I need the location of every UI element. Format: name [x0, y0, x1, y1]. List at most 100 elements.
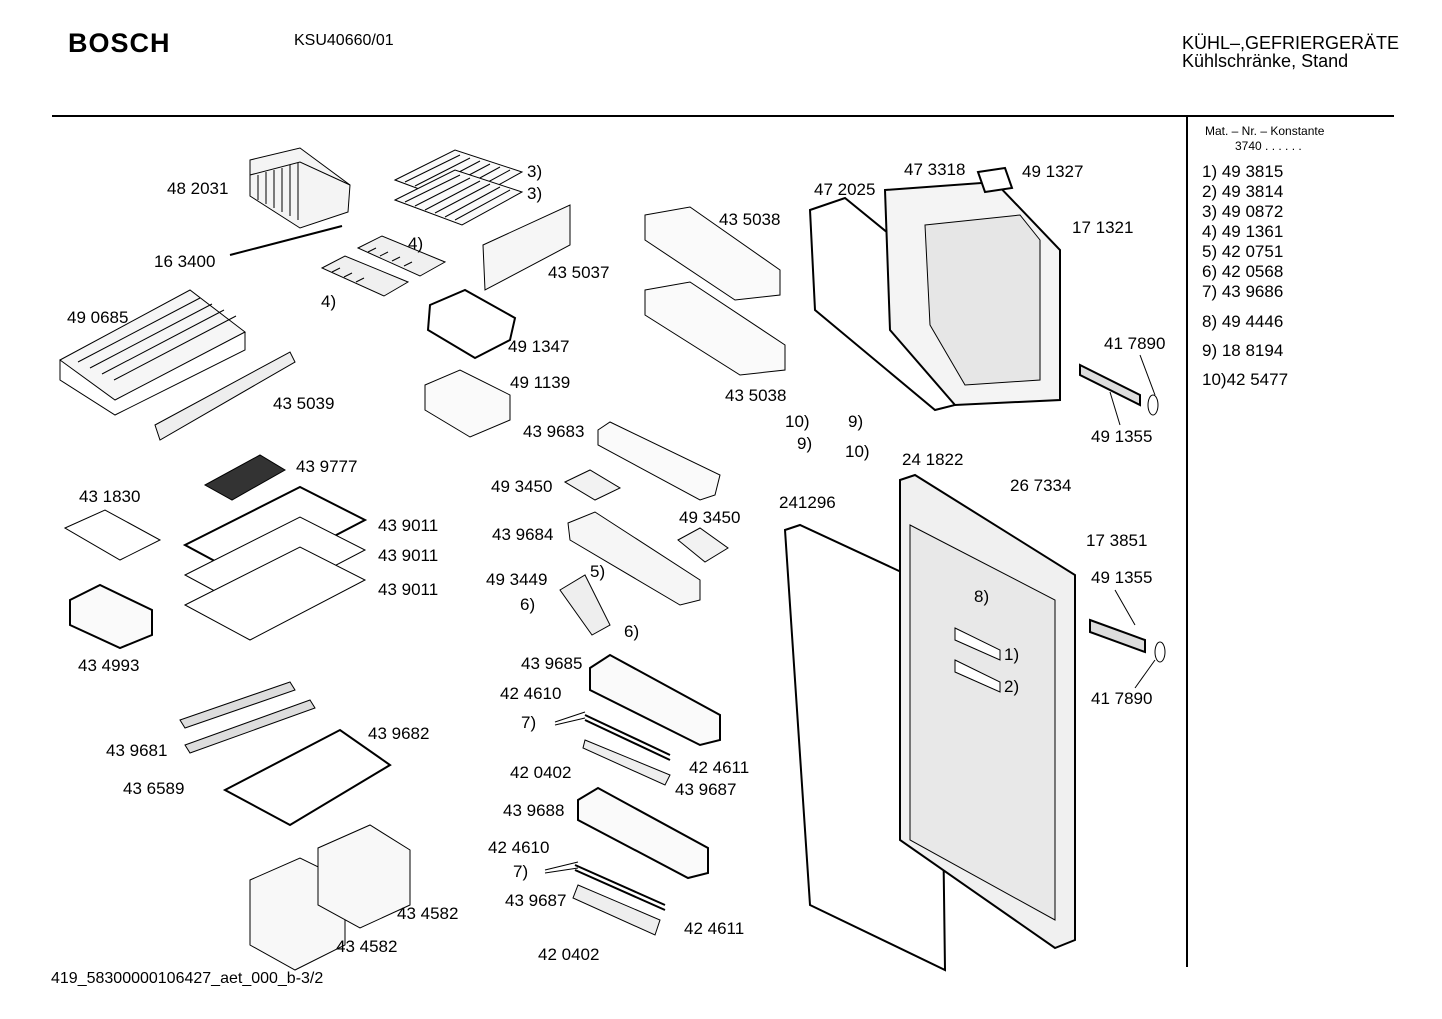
sidebar-item-4: 4) 49 1361	[1202, 222, 1284, 241]
label-417890-a: 41 7890	[1104, 334, 1166, 353]
label-2: 2)	[1004, 677, 1020, 696]
label-435037: 43 5037	[548, 263, 610, 282]
part-strip-439681	[179, 681, 296, 729]
part-doorshelf-lower	[644, 281, 786, 376]
sidebar-item-5: 5) 42 0751	[1202, 242, 1284, 261]
label-493450-a: 49 3450	[491, 477, 553, 496]
label-7-a: 7)	[521, 713, 537, 732]
part-fridge-door	[899, 473, 1076, 950]
part-ring-upper	[1147, 394, 1159, 416]
part-rail-435039	[154, 351, 296, 441]
label-439682: 43 9682	[368, 724, 430, 743]
label-434993: 43 4993	[78, 656, 140, 675]
part-cover-431830	[63, 509, 162, 561]
part-evaporator	[249, 147, 351, 229]
label-420402-b: 42 0402	[538, 945, 600, 964]
label-435038-b: 43 5038	[725, 386, 787, 405]
part-freezer-door	[883, 180, 1061, 407]
label-241822: 24 1822	[902, 450, 964, 469]
label-491355-b: 49 1355	[1091, 568, 1153, 587]
label-424610-b: 42 4610	[488, 838, 550, 857]
label-4-b: 4)	[321, 292, 337, 311]
label-420402-a: 42 0402	[510, 763, 572, 782]
leader-491355-upper	[1109, 391, 1121, 426]
label-493449: 49 3449	[486, 570, 548, 589]
part-crisper-right	[317, 824, 411, 929]
leader-417890-upper	[1139, 354, 1156, 396]
sidebar-item-3: 3) 49 0872	[1202, 202, 1284, 221]
label-10-a: 10)	[785, 412, 810, 431]
part-strip-lower	[574, 864, 666, 911]
label-439011-a: 43 9011	[378, 516, 439, 535]
label-9-a: 9)	[848, 412, 864, 431]
sidebar-item-9: 9) 18 8194	[1202, 341, 1284, 360]
label-435039: 43 5039	[273, 394, 335, 413]
part-shelf-439011-c	[183, 546, 367, 641]
label-424611-a: 42 4611	[689, 758, 750, 777]
part-front-439687-lower	[572, 884, 661, 936]
part-rack-439684	[567, 511, 701, 606]
label-6-a: 6)	[520, 595, 536, 614]
leader-491355-lower	[1114, 589, 1136, 626]
category-subtitle: Kühlschränke, Stand	[1182, 51, 1349, 71]
sidebar-item-1: 1) 49 3815	[1202, 162, 1284, 181]
label-7-b: 7)	[513, 862, 529, 881]
sidebar-item-8: 8) 49 4446	[1202, 312, 1284, 331]
label-491355-a: 49 1355	[1091, 427, 1153, 446]
leader-163400	[229, 225, 343, 256]
part-strip-upper	[584, 714, 671, 761]
label-493450-b: 49 3450	[679, 508, 741, 527]
label-472025: 47 2025	[814, 180, 876, 199]
label-173851: 17 3851	[1086, 531, 1148, 550]
leader-417890-lower	[1134, 659, 1156, 689]
part-glass-439682	[222, 728, 392, 827]
part-handle-upper	[1079, 363, 1141, 407]
label-171321: 17 1321	[1072, 218, 1134, 237]
label-439684: 43 9684	[492, 525, 554, 544]
sidebar-item-2: 2) 49 3814	[1202, 182, 1284, 201]
brand-logo: BOSCH	[68, 28, 171, 58]
label-439687-b: 43 9687	[505, 891, 567, 910]
part-panel-435037	[482, 204, 571, 291]
part-grid-upper	[393, 149, 524, 226]
part-doorshelf-upper	[644, 206, 781, 301]
sidebar-title: Mat. – Nr. – Konstante	[1205, 124, 1325, 138]
part-strip-436589	[184, 699, 316, 754]
label-3-a: 3)	[527, 162, 543, 181]
part-eggtray-right	[677, 527, 729, 563]
label-241296: 241296	[779, 493, 836, 512]
label-491327: 49 1327	[1022, 162, 1084, 181]
label-439011-b: 43 9011	[378, 546, 439, 565]
part-ice-trays	[320, 235, 447, 297]
sidebar-item-7: 7) 43 9686	[1202, 282, 1284, 301]
label-439685: 43 9685	[521, 654, 583, 673]
label-490685: 49 0685	[67, 308, 129, 327]
label-267334: 26 7334	[1010, 476, 1072, 495]
label-4-a: 4)	[408, 234, 424, 253]
label-435038-a: 43 5038	[719, 210, 781, 229]
label-3-b: 3)	[527, 184, 543, 203]
label-8: 8)	[974, 587, 990, 606]
part-handle-491327	[976, 166, 1014, 194]
label-417890-b: 41 7890	[1091, 689, 1153, 708]
part-tray-491347	[426, 288, 517, 360]
leader-7-lower-b	[544, 867, 579, 874]
sidebar-item-10: 10)42 5477	[1202, 370, 1289, 389]
leader-7-upper-b	[554, 717, 586, 726]
label-424610-a: 42 4610	[500, 684, 562, 703]
label-439777: 43 9777	[296, 457, 358, 476]
part-box-491139	[424, 369, 511, 438]
part-ring-lower	[1154, 641, 1166, 663]
leader-7-lower-a	[544, 861, 579, 871]
label-482031: 48 2031	[167, 179, 229, 198]
label-10-b: 10)	[845, 442, 870, 461]
label-436589: 43 6589	[123, 779, 185, 798]
part-drawer-490685	[59, 289, 246, 416]
label-163400: 16 3400	[154, 252, 216, 271]
footer-doc-id: 419_58300000106427_aet_000_b-3/2	[51, 970, 324, 987]
part-doorbin-439688	[577, 786, 709, 880]
part-handle-lower	[1089, 618, 1146, 654]
part-flap-493449	[559, 574, 611, 636]
label-473318: 47 3318	[904, 160, 966, 179]
